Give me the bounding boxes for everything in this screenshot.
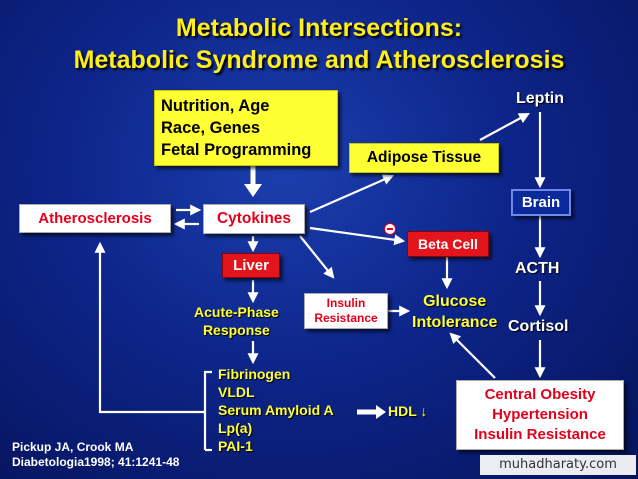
cytokines-box: Cytokines xyxy=(203,204,305,234)
atherosclerosis-box: Atherosclerosis xyxy=(19,204,171,233)
reference-citation: Pickup JA, Crook MA Diabetologia1998; 41… xyxy=(12,440,179,470)
nutrition-line-1: Nutrition, Age xyxy=(161,97,270,115)
marker-item: Fibrinogen xyxy=(218,366,291,382)
central-line-1: Central Obesity xyxy=(484,386,596,403)
arrow-cytokines-to-betacell xyxy=(309,226,406,246)
liver-box: Liver xyxy=(222,253,280,278)
nutrition-line-3: Fetal Programming xyxy=(161,141,312,159)
beta-cell-box: Beta Cell xyxy=(407,231,489,257)
adipose-tissue-box: Adipose Tissue xyxy=(349,143,499,173)
arrow-serum-to-hdl-head xyxy=(376,405,386,419)
nutrition-line-2: Race, Genes xyxy=(161,119,261,137)
risk-markers-list: Fibrinogen VLDL Serum Amyloid A Lp(a) PA… xyxy=(218,365,334,455)
cortisol-label: Cortisol xyxy=(508,318,569,335)
arrow-cytokines-to-insulin xyxy=(299,235,335,279)
glucose-line-2: Intolerance xyxy=(412,314,498,331)
glucose-line-1: Glucose xyxy=(423,293,487,310)
arrow-central-to-glucose xyxy=(449,332,496,379)
central-line-2: Hypertension xyxy=(492,406,588,423)
reference-line-1: Pickup JA, Crook MA xyxy=(12,440,134,454)
acute-line-2: Response xyxy=(202,322,270,338)
reference-line-2: Diabetologia1998; 41:1241-48 xyxy=(12,455,180,469)
marker-item: Lp(a) xyxy=(218,420,253,436)
arrow-nutrition-to-cytokines-head xyxy=(244,184,262,197)
leptin-label: Leptin xyxy=(516,90,564,107)
glucose-intolerance-label: Glucose Intolerance xyxy=(412,291,497,333)
marker-item: VLDL xyxy=(218,384,255,400)
acute-line-1: Acute-Phase xyxy=(194,304,279,320)
brain-box: Brain xyxy=(511,189,571,216)
insulin-resistance-box: Insulin Resistance xyxy=(304,293,388,329)
insulin-line-2: Resistance xyxy=(314,311,378,325)
arrow-adipose-to-leptin xyxy=(479,112,530,141)
arrow-cytokines-to-adipose xyxy=(309,174,395,214)
nutrition-age-box: Nutrition, Age Race, Genes Fetal Program… xyxy=(154,90,338,166)
marker-item: Serum Amyloid A xyxy=(218,402,334,418)
hdl-label: HDL ↓ xyxy=(388,403,428,419)
insulin-line-1: Insulin xyxy=(326,296,366,310)
slide-title-line1: Metabolic Intersections: xyxy=(175,14,463,42)
slide-title-line2: Metabolic Syndrome and Atherosclerosis xyxy=(73,46,565,74)
marker-item: PAI-1 xyxy=(218,438,253,454)
acth-label: ACTH xyxy=(515,260,560,277)
acute-phase-label: Acute-Phase Response xyxy=(194,303,279,339)
central-line-3: Insulin Resistance xyxy=(474,426,606,443)
watermark: muhadharaty.com xyxy=(480,455,636,475)
minus-icon xyxy=(384,223,396,235)
central-obesity-box: Central Obesity Hypertension Insulin Res… xyxy=(456,380,624,450)
